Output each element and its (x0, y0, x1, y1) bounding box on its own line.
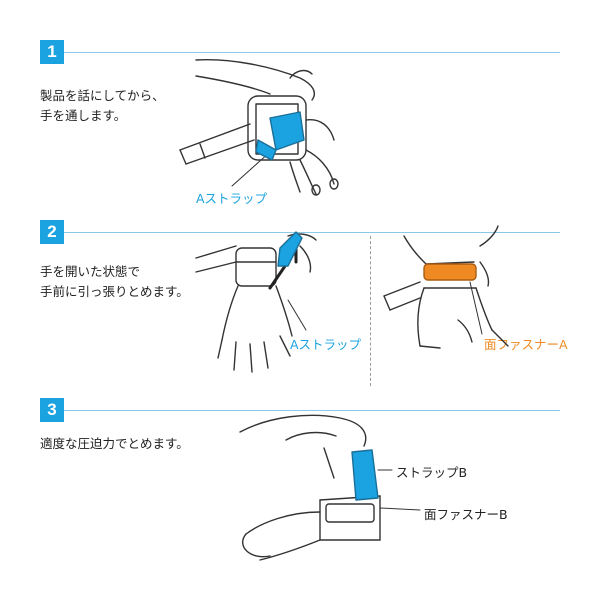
step-2-rule (40, 232, 560, 233)
step-1-instruction: 製品を話にしてから、 手を通します。 (40, 86, 165, 126)
step-1-line-2: 手を通します。 (40, 108, 127, 123)
step-3-rule (40, 410, 560, 411)
step-2-orange-fastener (423, 263, 477, 281)
step-2-line-1: 手を開いた状態で (40, 264, 141, 279)
step-2-divider (370, 236, 371, 386)
step-3-instruction: 適度な圧迫力でとめます。 (40, 434, 189, 454)
step-3-line-1: 適度な圧迫力でとめます。 (40, 436, 189, 451)
step-2-blue-strap (277, 231, 303, 267)
step-3-hand-illustration (239, 414, 421, 561)
step-3-callout-strap-b: ストラップB (396, 465, 468, 480)
step-1-line-1: 製品を話にしてから、 (40, 88, 165, 103)
step-2-instruction: 手を開いた状態で 手前に引っ張りとめます。 (40, 262, 189, 302)
step-1-hand-illustration (179, 58, 339, 196)
step-3-callout-fastener-b: 面ファスナーB (424, 507, 508, 522)
step-2-callout-a-strap: Aストラップ (290, 337, 362, 352)
step-1-badge: 1 (40, 40, 64, 64)
step-2-hand-right-illustration (383, 225, 509, 349)
step-1-rule (40, 52, 560, 53)
step-1-callout-a-strap: Aストラップ (196, 191, 268, 206)
step-2-callout-fastener-a: 面ファスナーA (484, 337, 568, 352)
step-2-hand-left-illustration (195, 233, 317, 373)
step-3-badge: 3 (40, 398, 64, 422)
step-2-badge: 2 (40, 220, 64, 244)
step-3-blue-strap (325, 449, 379, 523)
step-2-line-2: 手前に引っ張りとめます。 (40, 284, 189, 299)
step-1-blue-strap (255, 111, 305, 161)
